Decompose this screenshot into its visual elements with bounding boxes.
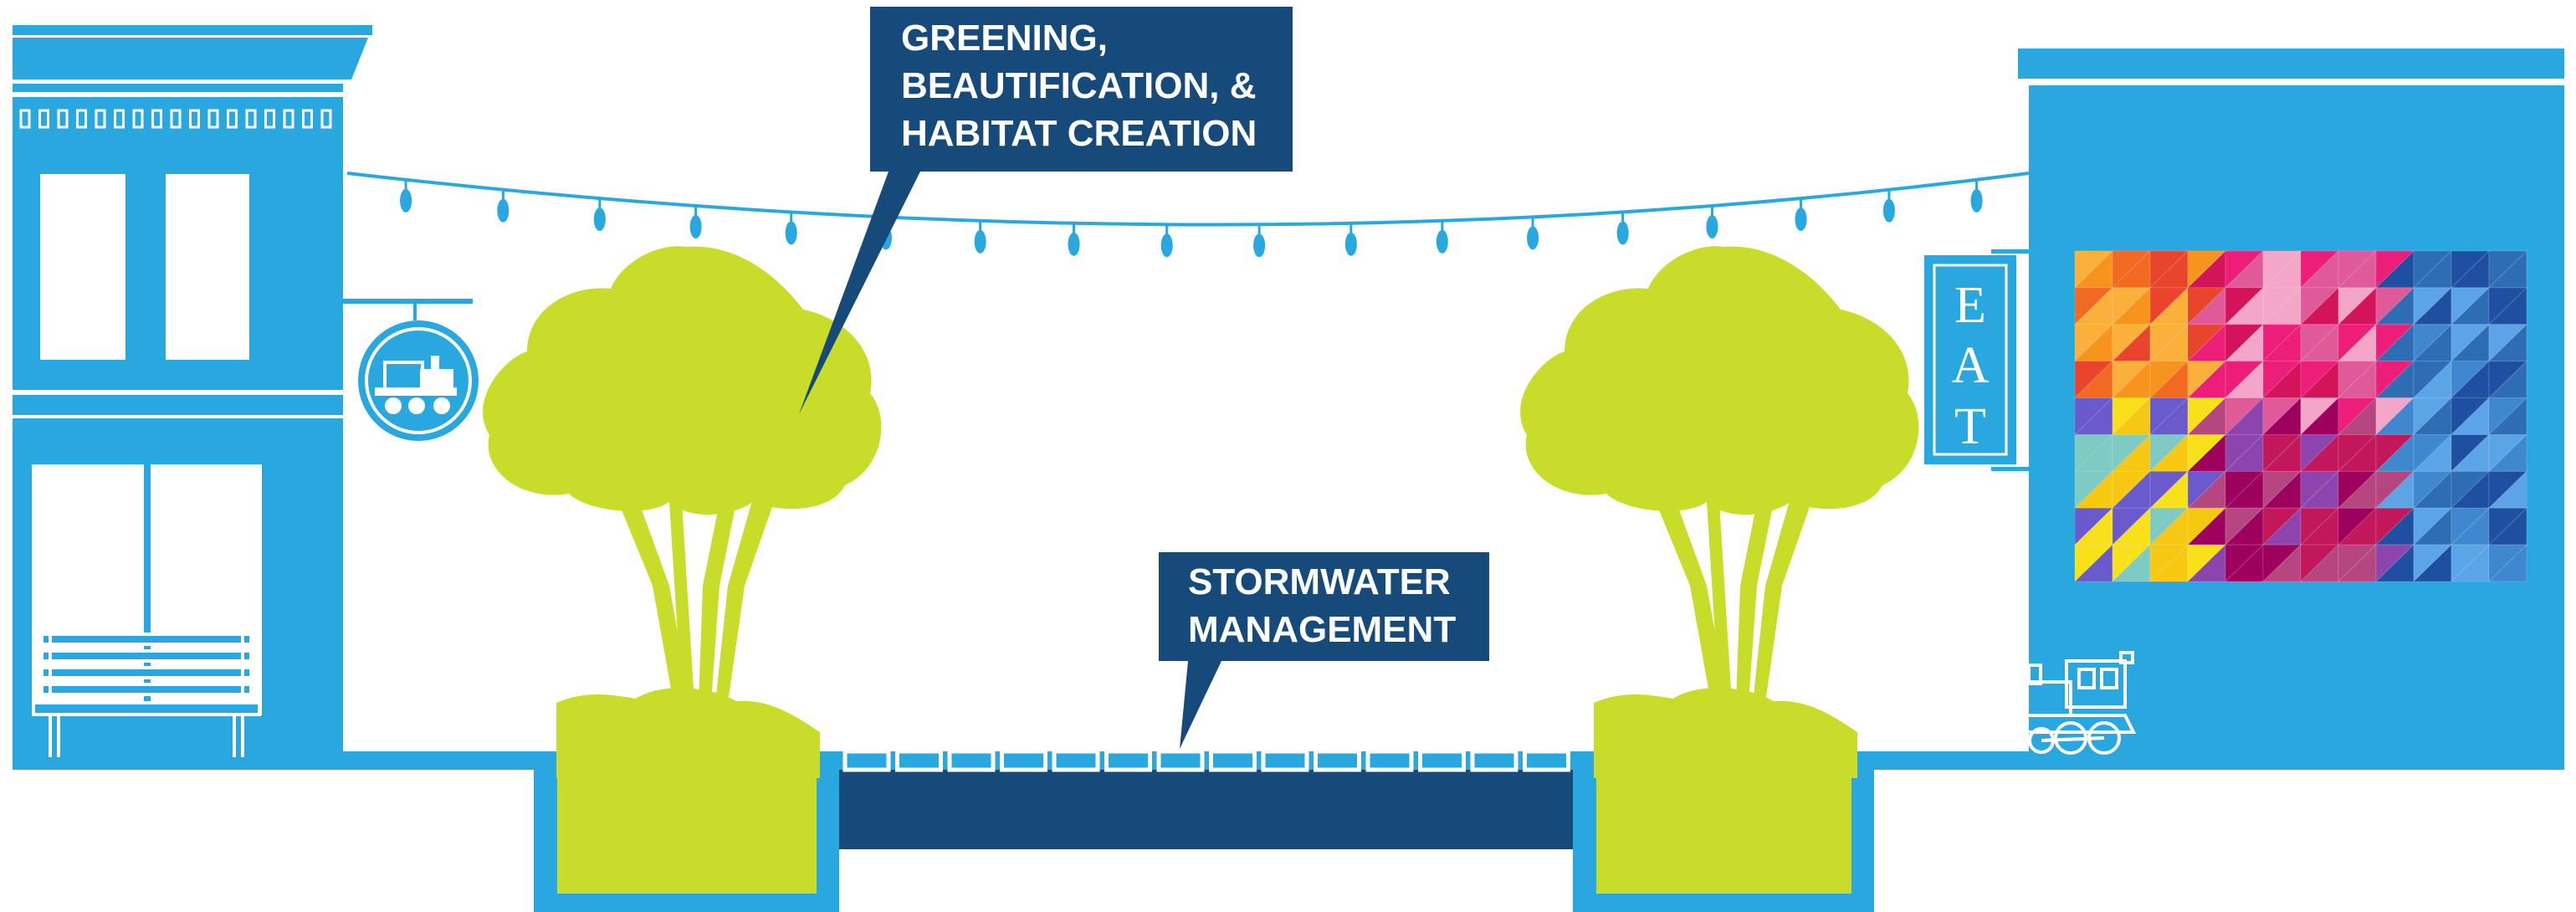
light-bulb (593, 208, 606, 232)
tree-right (1520, 246, 1919, 778)
light-bulb (1970, 188, 1983, 213)
light-bulb (1882, 198, 1895, 223)
light-bulb (785, 221, 797, 245)
light-bulb (974, 229, 986, 254)
train-icon (2000, 651, 2137, 755)
stormwater-grate (842, 749, 1570, 772)
upper-window (40, 174, 125, 360)
callout-greening: GREENING, BEAUTIFICATION, & HABITAT CREA… (799, 7, 1293, 414)
callout-stormwater-line-2: MANAGEMENT (1188, 609, 1456, 650)
callout-greening-line-3: HABITAT CREATION (901, 113, 1257, 154)
train-icon (375, 356, 457, 414)
light-bulb (1706, 215, 1718, 239)
sign-letter-t: T (1954, 398, 1986, 455)
tree-left (483, 246, 882, 778)
light-bulb (689, 215, 702, 239)
light-bulb (400, 188, 412, 213)
street-base (13, 749, 2564, 912)
callout-stormwater-line-1: STORMWATER (1188, 561, 1451, 602)
sign-letter-e: E (1954, 277, 1986, 334)
sign-letter-a: A (1952, 337, 1990, 394)
hanging-sign (358, 320, 479, 441)
left-building (13, 25, 479, 770)
light-bulb (497, 198, 510, 223)
right-building: E A T (1924, 49, 2564, 770)
bench-icon (32, 628, 261, 757)
cornice-dentils (19, 109, 332, 129)
mosaic-mural (2073, 249, 2528, 583)
light-bulb (1616, 221, 1629, 245)
upper-window (166, 174, 249, 360)
string-lights (346, 172, 2030, 258)
light-bulb (1527, 226, 1539, 250)
light-bulb (1795, 208, 1807, 232)
light-bulb (1436, 229, 1448, 254)
light-bulb (1344, 232, 1357, 256)
callout-greening-line-1: GREENING, (901, 18, 1108, 59)
callout-stormwater: STORMWATER MANAGEMENT (1159, 552, 1489, 749)
light-bulb (1068, 232, 1080, 256)
eat-sign (1924, 255, 2016, 464)
callout-greening-line-2: BEAUTIFICATION, & (901, 65, 1257, 106)
light-bulb (1160, 233, 1173, 258)
light-bulb (1253, 233, 1266, 258)
